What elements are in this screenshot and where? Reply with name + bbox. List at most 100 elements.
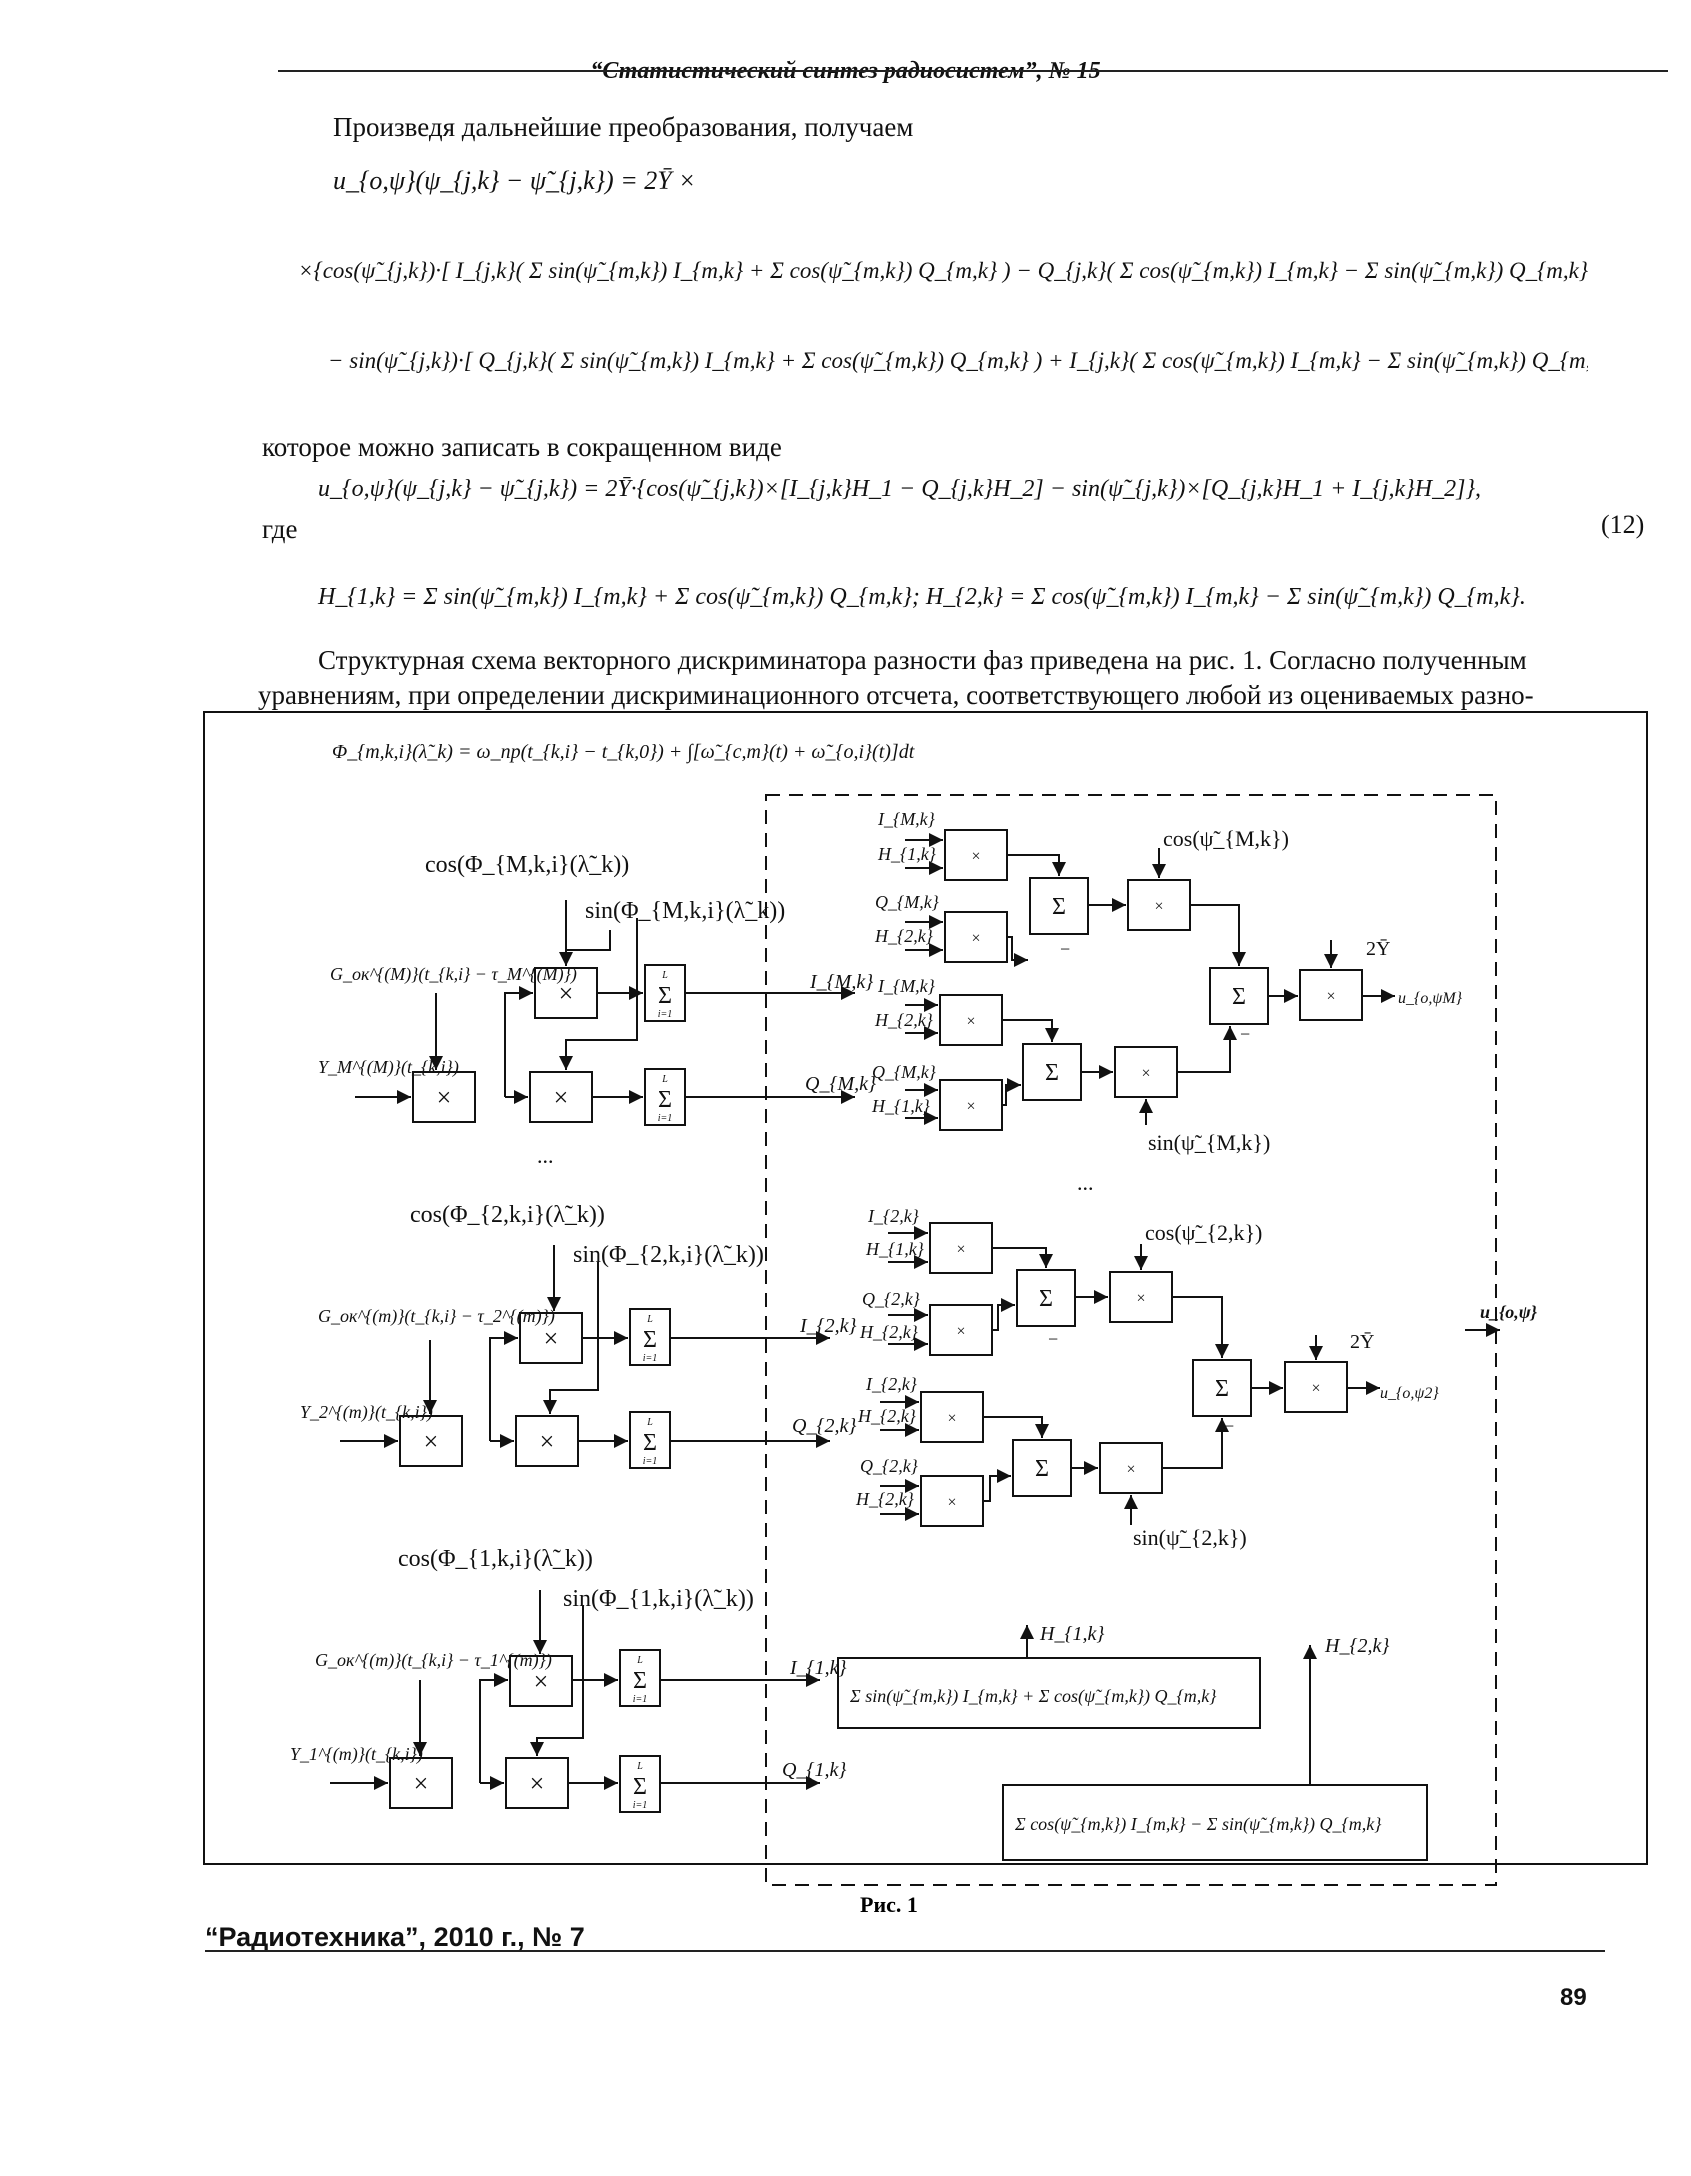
mult-1-3-glyph: ×	[530, 1769, 545, 1798]
sum-lower-M-Q: i=1	[658, 1113, 673, 1124]
sum-upper-2-Q: L	[646, 1417, 653, 1428]
H1-box-formula: Σ sin(ψ̃_{m,k}) I_{m,k} + Σ cos(ψ̃_{m,k}…	[849, 1686, 1217, 1707]
r-mult-2-4-glyph: ×	[947, 1410, 956, 1427]
minus-M3: −	[1240, 1024, 1250, 1044]
sum-box-1-I	[619, 1649, 661, 1707]
H2-box	[1002, 1784, 1428, 1861]
r-I2k-2: I_{2,k}	[865, 1374, 918, 1394]
r-sigma-2-2: Σ	[1035, 1456, 1049, 1482]
sum-upper-2-I: L	[646, 1314, 653, 1325]
sum-upper-M-Q: L	[661, 1074, 668, 1085]
ellipsis-left: ...	[537, 1143, 554, 1168]
H1-box	[837, 1657, 1261, 1729]
r-mult-M7-glyph: ×	[1326, 988, 1335, 1005]
r-mult-M3-glyph: ×	[1154, 898, 1163, 915]
r-H2k-2: H_{2,k}	[874, 1010, 934, 1030]
r-mult-2-2-glyph: ×	[956, 1323, 965, 1340]
Y-1-label: Y_1^{(m)}(t_{k,i})	[290, 1744, 423, 1765]
r-H1k-2: H_{1,k}	[871, 1096, 931, 1116]
r-IMk-1: I_{M,k}	[877, 809, 936, 829]
sum-upper-M-I: L	[661, 970, 668, 981]
Q-1-label: Q_{1,k}	[782, 1759, 846, 1781]
r-Q2k-1: Q_{2,k}	[862, 1289, 921, 1309]
sigma-M-Q: Σ	[658, 1087, 672, 1113]
sum-lower-2-I: i=1	[643, 1353, 658, 1364]
mult-M2-glyph: ×	[437, 1083, 452, 1112]
r-H2k-4: H_{2,k}	[857, 1406, 917, 1426]
sum-lower-M-I: i=1	[658, 1009, 673, 1020]
where-label: где	[262, 514, 298, 544]
G-M-label: G_ок^{(M)}(t_{k,i} − τ_M^{(M)})	[330, 964, 577, 985]
sum-lower-2-Q: i=1	[643, 1456, 658, 1467]
r-cos-M: cos(ψ̃_{M,k})	[1163, 826, 1289, 851]
footer-journal: “Радиотехника”, 2010 г., № 7	[205, 1922, 585, 1952]
r-H1k-1: H_{1,k}	[877, 844, 937, 864]
r-sin-2: sin(ψ̃_{2,k})	[1133, 1525, 1247, 1550]
equation-1-line-2: ×{cos(ψ̃_{j,k})·[ I_{j,k}( Σ sin(ψ̃_{m,k…	[298, 258, 1588, 283]
r-QMk-2: Q_{M,k}	[872, 1062, 937, 1082]
mult-2-2-glyph: ×	[424, 1427, 439, 1456]
mult-M3-glyph: ×	[554, 1083, 569, 1112]
u-out-label: u_{o,ψ}	[1480, 1302, 1538, 1322]
figure-frame	[203, 711, 1648, 1865]
r-mult-2-1-glyph: ×	[956, 1241, 965, 1258]
r-H2k-1: H_{2,k}	[874, 926, 934, 946]
sigma-2-Q: Σ	[643, 1430, 657, 1456]
r-sigma-2-3: Σ	[1215, 1376, 1229, 1402]
minus-M1: −	[1060, 939, 1070, 959]
H2-label: H_{2,k}	[1324, 1635, 1389, 1657]
sum-upper-1-Q: L	[636, 1761, 643, 1772]
short-form-intro: которое можно записать в сокращенном вид…	[262, 432, 782, 462]
equation-1-line-1: u_{o,ψ}(ψ_{j,k} − ψ̃_{j,k}) = 2Ῡ ×	[333, 166, 696, 195]
sin-1-label: sin(Φ_{1,k,i}(λ̃_k))	[563, 1586, 754, 1612]
ellipsis-right: ...	[1077, 1170, 1094, 1195]
H2-box-formula: Σ cos(ψ̃_{m,k}) I_{m,k} − Σ sin(ψ̃_{m,k}…	[1014, 1814, 1382, 1835]
top-formula: Φ_{m,k,i}(λ̃_k) = ω_пр(t_{k,i} − t_{k,0}…	[332, 741, 915, 764]
u-oM: u_{o,ψM}	[1398, 990, 1463, 1007]
cos-1-label: cos(Φ_{1,k,i}(λ̃_k))	[398, 1546, 593, 1572]
r-mult-M1-glyph: ×	[971, 848, 980, 865]
sigma-1-I: Σ	[633, 1668, 647, 1694]
G-1-label: G_ок^{(m)}(t_{k,i} − τ_1^{(m)})	[315, 1650, 552, 1671]
equation-number: (12)	[1601, 510, 1645, 539]
minus-2-1: −	[1048, 1329, 1058, 1349]
mult-box-2-2	[399, 1415, 463, 1467]
sigma-M-I: Σ	[658, 983, 672, 1009]
r-mult-2-5-glyph: ×	[947, 1494, 956, 1511]
I-M-label: I_{M,k}	[809, 971, 873, 993]
paragraph-line-2: уравнениям, при определении дискриминаци…	[258, 680, 1534, 710]
r-IMk-2: I_{M,k}	[877, 976, 936, 996]
equation-2: u_{o,ψ}(ψ_{j,k} − ψ̃_{j,k}) = 2Ῡ·{cos(ψ̃…	[318, 476, 1482, 502]
r-I2k-1: I_{2,k}	[867, 1206, 920, 1226]
Y-M-label: Y_M^{(M)}(t_{k,i})	[318, 1057, 459, 1078]
r-sigma-M2: Σ	[1045, 1060, 1059, 1086]
mult-box-M2	[412, 1071, 476, 1123]
Q-2-label: Q_{2,k}	[792, 1415, 856, 1437]
r-H2k-5: H_{2,k}	[855, 1489, 915, 1509]
header-rule	[278, 70, 1668, 72]
mult-2-3-glyph: ×	[540, 1427, 555, 1456]
dashed-discriminator-boundary	[765, 794, 1497, 1886]
minus-2-3: −	[1224, 1416, 1234, 1436]
Q-M-label: Q_{M,k}	[805, 1073, 876, 1095]
equation-1-line-3: − sin(ψ̃_{j,k})·[ Q_{j,k}( Σ sin(ψ̃_{m,k…	[328, 348, 1588, 373]
mult-2-1-glyph: ×	[544, 1324, 559, 1353]
mult-box-1-2	[389, 1757, 453, 1809]
cos-M-label: cos(Φ_{M,k,i}(λ̃_k))	[425, 852, 629, 878]
sigma-1-Q: Σ	[633, 1774, 647, 1800]
intro-text: Произведя дальнейшие преобразования, пол…	[333, 112, 914, 142]
I-2-label: I_{2,k}	[799, 1315, 857, 1337]
r-sigma-2-1: Σ	[1039, 1286, 1053, 1312]
paragraph-line-1: Структурная схема векторного дискриминат…	[318, 645, 1527, 675]
sigma-2-I: Σ	[643, 1327, 657, 1353]
two-upsilon-2: 2Ῡ	[1350, 1331, 1374, 1353]
mult-M1-glyph: ×	[559, 979, 574, 1008]
r-mult-M4-glyph: ×	[966, 1013, 975, 1030]
mult-1-1-glyph: ×	[534, 1667, 549, 1696]
sin-M-label: sin(Φ_{M,k,i}(λ̃_k))	[585, 898, 785, 924]
r-sin-M: sin(ψ̃_{M,k})	[1148, 1130, 1270, 1155]
r-mult-M5-glyph: ×	[966, 1098, 975, 1115]
two-upsilon-M: 2Ῡ	[1366, 938, 1390, 960]
u-o2: u_{o,ψ2}	[1380, 1385, 1439, 1402]
